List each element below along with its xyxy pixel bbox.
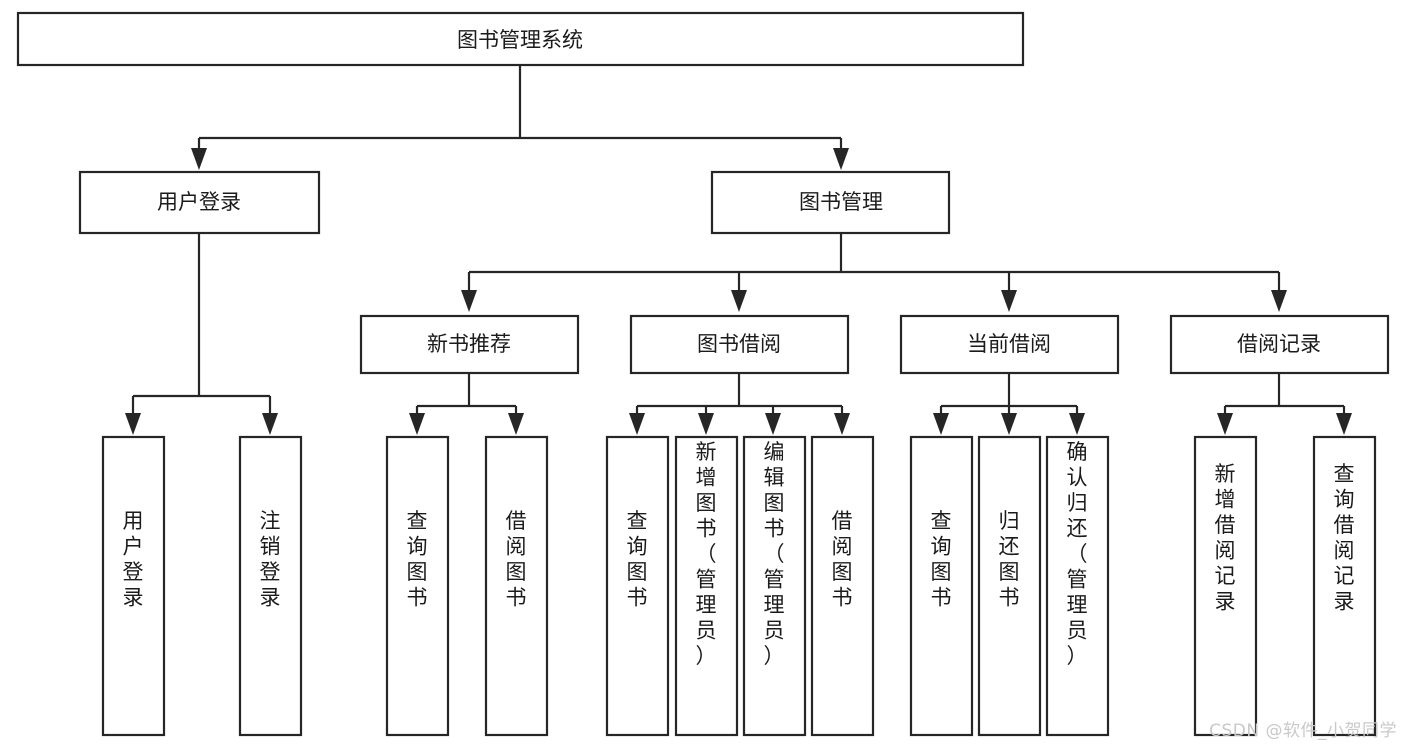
node-leaf-current-borrow-3-box[interactable] (1045, 435, 1110, 737)
node-leaf-book-borrow-2-box[interactable] (674, 435, 739, 737)
node-leaf-new-book-rec-2[interactable]: 借阅图书 (484, 435, 549, 737)
node-leaf-current-borrow-3[interactable]: 确认归还（管理员） (1045, 435, 1110, 737)
arrow-head-icon (1001, 290, 1017, 312)
node-leaf-user-login-2-box[interactable] (238, 435, 303, 737)
arrow-head-icon (461, 290, 477, 312)
node-leaf-current-borrow-1-box[interactable] (909, 435, 974, 737)
node-leaf-book-borrow-2-label: 新增图书（管理员） (696, 440, 717, 668)
arrow-head-icon (1001, 413, 1017, 435)
node-leaf-borrow-record-1-box[interactable] (1193, 435, 1258, 737)
node-leaf-user-login-1[interactable]: 用户登录 (101, 435, 166, 737)
node-leaf-borrow-record-2-label: 查询借阅记录 (1334, 462, 1355, 614)
node-new-book-rec-label: 新书推荐 (427, 332, 511, 356)
node-leaf-user-login-2-label: 注销登录 (260, 509, 281, 610)
node-leaf-borrow-record-1-label: 新增借阅记录 (1215, 462, 1236, 614)
node-leaf-user-login-1-label: 用户登录 (123, 509, 144, 610)
node-book-manage-label: 图书管理 (799, 190, 883, 214)
node-current-borrow-box[interactable] (899, 314, 1120, 375)
node-new-book-rec[interactable]: 新书推荐 (359, 314, 580, 375)
arrow-head-icon (933, 413, 949, 435)
node-book-borrow-box[interactable] (629, 314, 850, 375)
node-leaf-book-borrow-2[interactable]: 新增图书（管理员） (674, 435, 739, 737)
node-leaf-user-login-1-box[interactable] (101, 435, 166, 737)
arrow-head-icon (1271, 290, 1287, 312)
arrow-head-icon (191, 148, 207, 170)
arrow-head-icon (698, 413, 714, 435)
connector-borrowrecord-to-leaves (1217, 373, 1352, 435)
node-leaf-book-borrow-3[interactable]: 编辑图书（管理员） (742, 435, 807, 737)
arrow-head-icon (262, 413, 278, 435)
connector-root-to-level2 (191, 66, 849, 170)
node-leaf-current-borrow-2-label: 归还图书 (999, 509, 1020, 610)
arrow-head-icon (731, 290, 747, 312)
node-leaf-current-borrow-3-label: 确认归还（管理员） (1067, 440, 1088, 668)
node-leaf-current-borrow-1-label: 查询图书 (931, 509, 952, 610)
node-leaf-new-book-rec-2-label: 借阅图书 (506, 509, 527, 610)
node-leaf-book-borrow-1-label: 查询图书 (627, 509, 648, 610)
connector-bookborrow-to-leaves (629, 373, 850, 435)
arrow-head-icon (1217, 413, 1233, 435)
node-borrow-record[interactable]: 借阅记录 (1169, 314, 1390, 375)
node-root-box[interactable] (16, 11, 1025, 67)
node-leaf-book-borrow-1-box[interactable] (605, 435, 670, 737)
node-book-manage[interactable]: 图书管理 (710, 170, 951, 235)
node-leaf-book-borrow-4-label: 借阅图书 (832, 509, 853, 610)
node-leaf-new-book-rec-2-box[interactable] (484, 435, 549, 737)
node-book-borrow-label: 图书借阅 (697, 332, 781, 356)
arrow-head-icon (409, 413, 425, 435)
arrow-head-icon (765, 413, 781, 435)
node-leaf-current-borrow-2-box[interactable] (977, 435, 1042, 737)
node-current-borrow-label: 当前借阅 (967, 332, 1051, 356)
node-leaf-current-borrow-2[interactable]: 归还图书 (977, 435, 1042, 737)
node-new-book-rec-box[interactable] (359, 314, 580, 375)
arrow-head-icon (834, 413, 850, 435)
connector-userlogin-to-leaves (125, 234, 278, 435)
node-leaf-new-book-rec-1[interactable]: 查询图书 (385, 435, 450, 737)
arrow-head-icon (125, 413, 141, 435)
node-user-login[interactable]: 用户登录 (78, 170, 321, 235)
arrow-head-icon (629, 413, 645, 435)
node-leaf-user-login-2[interactable]: 注销登录 (238, 435, 303, 737)
node-root[interactable]: 图书管理系统 (16, 11, 1025, 67)
node-borrow-record-label: 借阅记录 (1237, 332, 1321, 356)
node-user-login-box[interactable] (78, 170, 321, 235)
node-book-manage-box[interactable] (710, 170, 951, 235)
connector-bookmanage-to-level3 (461, 234, 1287, 312)
node-leaf-book-borrow-3-box[interactable] (742, 435, 807, 737)
node-borrow-record-box[interactable] (1169, 314, 1390, 375)
arrow-head-icon (508, 413, 524, 435)
node-leaf-book-borrow-1[interactable]: 查询图书 (605, 435, 670, 737)
connector-currentborrow-to-leaves (933, 373, 1085, 435)
node-leaf-book-borrow-3-label: 编辑图书（管理员） (764, 440, 785, 668)
node-book-borrow[interactable]: 图书借阅 (629, 314, 850, 375)
node-leaf-book-borrow-4-box[interactable] (810, 435, 875, 737)
arrow-head-icon (1069, 413, 1085, 435)
node-leaf-borrow-record-1[interactable]: 新增借阅记录 (1193, 435, 1258, 737)
node-root-label: 图书管理系统 (457, 28, 583, 52)
node-leaf-borrow-record-2-box[interactable] (1312, 435, 1377, 737)
node-leaf-new-book-rec-1-box[interactable] (385, 435, 450, 737)
arrow-head-icon (833, 148, 849, 170)
node-leaf-current-borrow-1[interactable]: 查询图书 (909, 435, 974, 737)
node-user-login-label: 用户登录 (157, 190, 241, 214)
connector-newbook-to-leaves (409, 373, 524, 435)
node-leaf-borrow-record-2[interactable]: 查询借阅记录 (1312, 435, 1377, 737)
node-current-borrow[interactable]: 当前借阅 (899, 314, 1120, 375)
node-leaf-book-borrow-4[interactable]: 借阅图书 (810, 435, 875, 737)
arrow-head-icon (1336, 413, 1352, 435)
node-leaf-new-book-rec-1-label: 查询图书 (407, 509, 428, 610)
